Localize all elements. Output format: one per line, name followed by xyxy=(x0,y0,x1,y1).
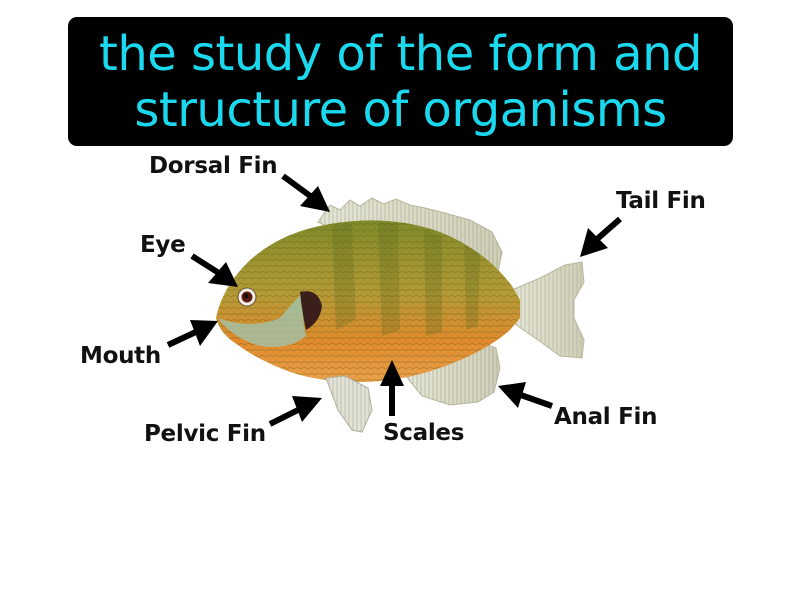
anal-fin-arrow-icon xyxy=(498,382,553,409)
label-mouth: Mouth xyxy=(80,343,161,369)
dorsal-fin-arrow-icon xyxy=(281,173,330,212)
definition-banner: the study of the form and structure of o… xyxy=(68,17,733,146)
definition-line-2: structure of organisms xyxy=(134,81,667,138)
label-scales: Scales xyxy=(383,420,465,446)
scales-arrow-icon xyxy=(380,360,404,416)
label-pelvic-fin: Pelvic Fin xyxy=(144,421,266,447)
pelvic-fin-arrow-icon xyxy=(268,396,322,427)
label-eye: Eye xyxy=(140,232,186,258)
label-dorsal-fin: Dorsal Fin xyxy=(149,153,278,179)
anal-fin-shape xyxy=(404,341,501,406)
mouth-arrow-icon xyxy=(166,320,218,348)
tail-fin-arrow-icon xyxy=(580,216,622,257)
fish-body xyxy=(216,220,520,382)
label-anal-fin: Anal Fin xyxy=(554,404,658,430)
eye-arrow-icon xyxy=(190,253,238,287)
definition-line-1: the study of the form and xyxy=(99,25,702,82)
pelvic-fin-shape xyxy=(325,375,373,433)
tail-fin-shape xyxy=(511,261,585,359)
label-tail-fin: Tail Fin xyxy=(616,188,706,214)
